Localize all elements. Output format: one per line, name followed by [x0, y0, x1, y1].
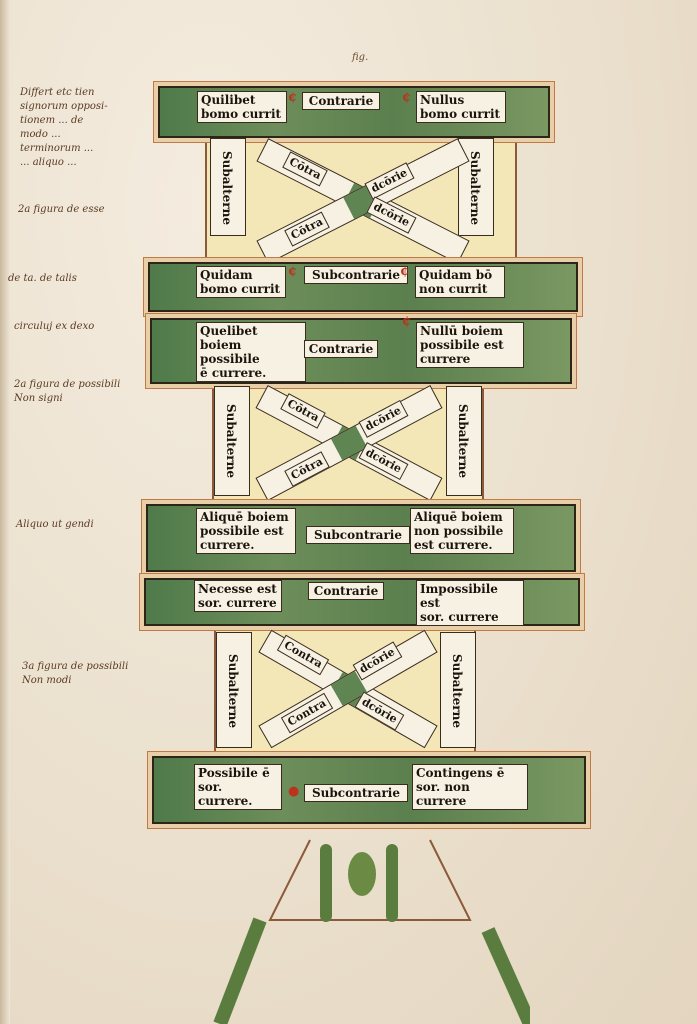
left-post	[214, 386, 250, 496]
proposition-particular-negative: Aliquē boiem non possibile est currere.	[410, 508, 514, 554]
base-frame	[268, 839, 472, 921]
margin-note: 2a figura de esse	[18, 204, 105, 215]
relation-label-contrarie: Contrarie	[308, 582, 384, 600]
decorative-base	[213, 839, 530, 1024]
right-post	[446, 386, 482, 496]
proposition-particular-negative: Quidam bō non currit	[415, 266, 505, 298]
flower-cluster	[348, 852, 376, 896]
rubric-mark: ¢	[288, 264, 298, 279]
relation-label-subalterne: Subalterne	[224, 404, 238, 478]
relation-label-subalterne: Subalterne	[450, 654, 464, 728]
rubric-mark: ¢	[400, 264, 410, 279]
plant-stem	[481, 927, 530, 1024]
page-edge	[0, 0, 10, 1024]
relation-label-subalterne: Subalterne	[456, 404, 470, 478]
proposition-particular-affirmative: Quidam bomo currit	[196, 266, 286, 298]
proposition-necessary: Necesse est sor. currere	[194, 580, 282, 612]
proposition-universal-affirmative: Quelibet boiem possibile ē currere.	[196, 322, 306, 382]
rubric-mark: ¢	[402, 314, 412, 329]
relation-label-subalterne: Subalterne	[226, 654, 240, 728]
proposition-particular-affirmative: Aliquē boiem possibile est currere.	[196, 508, 296, 554]
rubric-mark: ¢	[288, 90, 298, 105]
proposition-contingent: Contingens ē sor. non currere	[412, 764, 528, 810]
relation-label-subalterne: Subalterne	[220, 151, 234, 225]
relation-label-subcontrarie: Subcontrarie	[304, 784, 408, 802]
relation-label-contrarie: Contrarie	[304, 340, 378, 358]
left-post	[210, 138, 246, 236]
margin-note: de ta. de talis	[8, 273, 77, 284]
relation-label-contrarie: Contrarie	[302, 92, 380, 110]
proposition-universal-affirmative: Quilibet bomo currit	[197, 91, 287, 123]
margin-note: 3a figura de possibili Non modi	[22, 661, 129, 686]
proposition-universal-negative: Nullū boiem possibile est currere	[416, 322, 524, 368]
plant-stem	[213, 917, 267, 1024]
plant-stem	[320, 844, 332, 922]
left-post	[216, 632, 252, 748]
relation-label-subcontrarie: Subcontrarie	[306, 526, 410, 544]
margin-note: Aliquo ut gendi	[16, 519, 94, 530]
plant-stem	[386, 844, 398, 922]
relation-label-subcontrarie: Subcontrarie	[304, 266, 408, 284]
proposition-impossible: Impossibile est sor. currere	[416, 580, 524, 626]
rubric-mark: ¢	[402, 90, 412, 105]
proposition-possible: Possibile ē sor. currere.	[194, 764, 282, 810]
margin-note: 2a figura de possibili Non signi	[14, 379, 121, 404]
margin-note: Differt etc tien signorum opposi- tionem…	[20, 87, 108, 168]
proposition-universal-negative: Nullus bomo currit	[416, 91, 506, 123]
right-post	[440, 632, 476, 748]
rubric-mark: ●	[288, 784, 300, 799]
margin-note: circuluj ex dexo	[14, 321, 95, 332]
relation-label-subalterne: Subalterne	[468, 151, 482, 225]
header-note: fig.	[352, 52, 369, 63]
